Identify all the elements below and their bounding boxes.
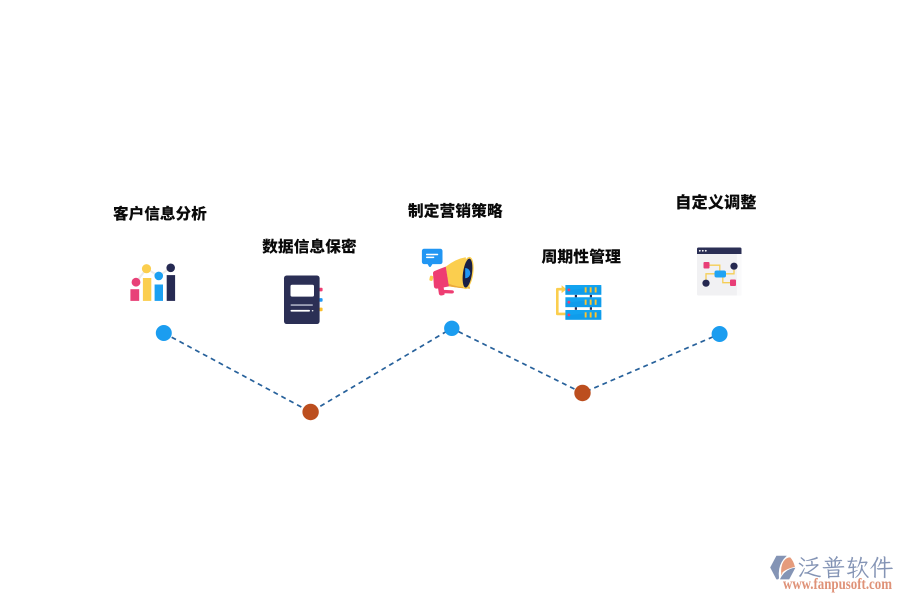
svg-text:www.fanpusoft.com: www.fanpusoft.com bbox=[783, 576, 892, 593]
